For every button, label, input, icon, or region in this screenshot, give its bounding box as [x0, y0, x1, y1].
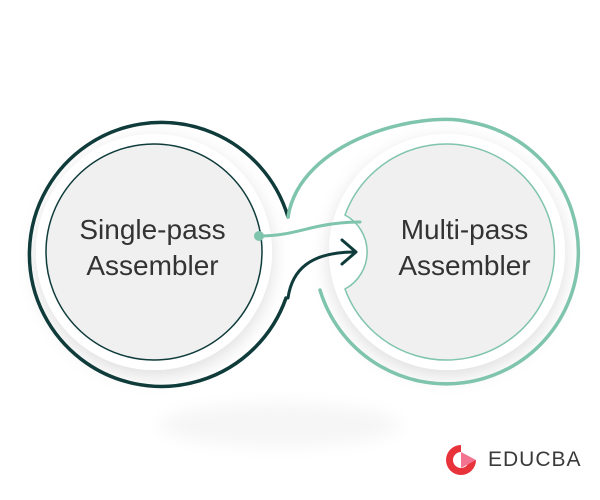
right-node-label-line-1: Multi-pass — [400, 214, 529, 245]
right-node-label: Multi-pass Assembler — [377, 212, 552, 284]
connector-line-dark — [286, 250, 357, 300]
brand-name: EDUCBA — [488, 448, 582, 471]
right-node-outer-ring — [286, 117, 581, 386]
educba-logo: EDUCBA — [444, 443, 582, 477]
left-node-label: Single-pass Assembler — [65, 212, 240, 284]
left-node-inner-circle — [45, 143, 263, 361]
left-node-label-line-2: Assembler — [86, 250, 219, 281]
left-node-outer-ring — [27, 120, 290, 389]
right-node-label-line-2: Assembler — [398, 250, 531, 281]
floor-shadow — [160, 403, 400, 447]
left-node-label-line-1: Single-pass — [79, 214, 226, 245]
educba-logo-icon — [446, 445, 476, 475]
connector-line-light — [257, 220, 362, 238]
arrow-head-icon — [340, 238, 358, 266]
right-node-inner-circle — [344, 143, 556, 361]
